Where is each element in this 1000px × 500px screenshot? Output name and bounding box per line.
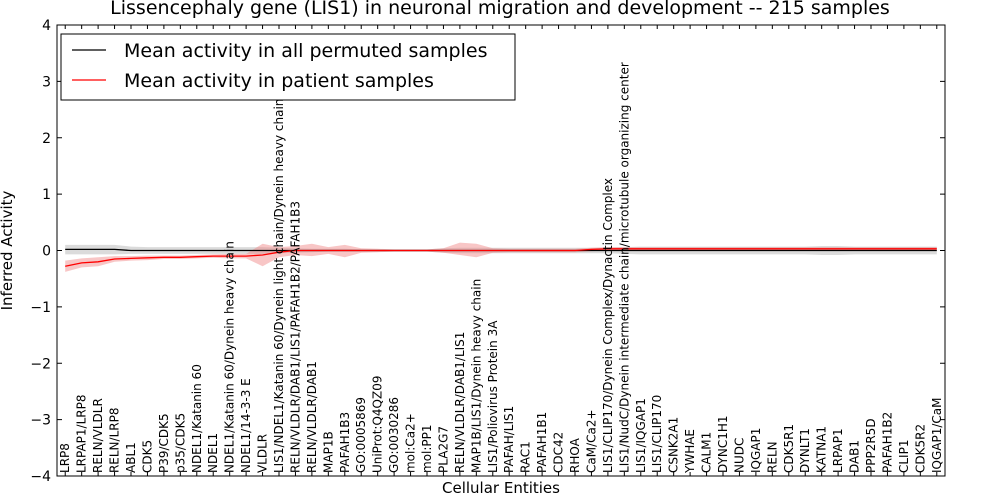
- y-tick-label: 4: [42, 18, 51, 34]
- x-tick-label: NUDC: [732, 438, 746, 473]
- y-axis-title: Inferred Activity: [0, 190, 16, 310]
- x-tick-label: RELN/LRP8: [108, 408, 122, 474]
- x-tick-label: DAB1: [848, 440, 862, 473]
- x-tick-label: MAP1B: [321, 431, 335, 473]
- x-tick-label: LIS1/Poliovirus Protein 3A: [486, 320, 500, 473]
- x-tick-label: CSNK2A1: [667, 417, 681, 473]
- x-tick-label: CaM/Ca2+: [584, 409, 598, 473]
- y-tick-label: 1: [42, 187, 51, 203]
- x-tick-label: NDEL1/14-3-3 E: [239, 378, 253, 473]
- legend-box: [60, 33, 516, 101]
- x-tick-label: KATNA1: [815, 426, 829, 473]
- x-tick-label: IQGAP1: [749, 428, 763, 473]
- x-tick-label: LIS1/CLIP170: [650, 395, 664, 473]
- x-tick-label: YWHAE: [683, 429, 697, 474]
- x-tick-label: DYNC1H1: [716, 415, 730, 473]
- x-tick-label: mol:PP1: [420, 424, 434, 473]
- x-tick-label: RELN/VLDLR/DAB1/LIS1/PAFAH1B2/PAFAH1B3: [288, 201, 302, 473]
- y-tick-label: 0: [42, 244, 51, 260]
- x-axis-title: Cellular Entities: [442, 479, 560, 497]
- x-tick-label: CALM1: [700, 432, 714, 473]
- x-tick-label: RHOA: [568, 437, 582, 473]
- x-tick-label: p35/CDK5: [173, 413, 187, 473]
- x-tick-label: NDEL1/Katanin 60/Dynein heavy chain: [223, 241, 237, 473]
- y-tick-label: −3: [30, 413, 51, 429]
- x-tick-label: CDK5: [140, 440, 154, 473]
- x-tick-label: mol:Ca2+: [404, 413, 418, 473]
- x-tick-label: MAP1B/LIS1/Dynein heavy chain: [469, 279, 483, 473]
- y-tick-label: −1: [30, 300, 51, 316]
- legend-label-patient: Mean activity in patient samples: [124, 70, 434, 92]
- x-tick-label: LIS1/NDEL1/Katanin 60/Dynein light chain…: [272, 99, 286, 473]
- y-tick-label: −4: [30, 469, 51, 485]
- x-tick-label: LIS1/CLIP170/Dynein Complex/Dynactin Com…: [601, 178, 615, 473]
- x-tick-label: LRP8: [58, 443, 72, 473]
- x-tick-label: VLDLR: [256, 434, 270, 473]
- y-tick-label: 2: [42, 131, 51, 147]
- y-tick-label: −2: [30, 356, 51, 372]
- x-tick-label: ABL1: [124, 442, 138, 473]
- x-tick-label: LRPAP1/LRP8: [75, 395, 89, 474]
- x-tick-label: PLA2G7: [436, 426, 450, 473]
- x-tick-label: DYNLT1: [798, 428, 812, 473]
- x-tick-label: PAFAH1B3: [338, 412, 352, 473]
- series-line-1: [65, 248, 937, 267]
- legend: Mean activity in all permuted samples Me…: [60, 33, 516, 101]
- x-tick-label: LRPAP1: [831, 428, 845, 473]
- x-tick-label: RELN/VLDLR: [91, 398, 105, 473]
- x-tick-label: PAFAH1B2: [880, 412, 894, 473]
- x-tick-label: PAFAH1B1: [535, 412, 549, 473]
- x-tick-label: PPP2R5D: [864, 418, 878, 473]
- legend-label-permuted: Mean activity in all permuted samples: [124, 40, 487, 62]
- y-axis: 4 3 2 1 0 −1 −2 −3 −4: [30, 18, 945, 485]
- x-tick-label: LIS1/NudC/Dynein intermediate chain/micr…: [617, 62, 631, 473]
- x-tick-label: RELN/VLDLR/DAB1/LIS1: [453, 332, 467, 473]
- x-tick-label: UniProt:Q4QZ09: [371, 376, 385, 474]
- x-tick-label: CLIP1: [897, 440, 911, 473]
- x-tick-label: CDK5R1: [782, 424, 796, 473]
- x-tick-label: NDEL1: [206, 433, 220, 473]
- x-tick-label: RAC1: [519, 441, 533, 473]
- x-tick-label: IQGAP1/CaM: [930, 398, 944, 474]
- x-tick-label: CDK5R2: [913, 424, 927, 473]
- x-tick-label: RELN/VLDLR/DAB1: [305, 361, 319, 473]
- y-tick-label: 3: [42, 74, 51, 90]
- series-lines: [65, 248, 937, 267]
- x-tick-label: LIS1/IQGAP1: [634, 398, 648, 473]
- x-tick-label: GO:0005869: [354, 397, 368, 473]
- x-tick-label: GO:0030286: [387, 397, 401, 473]
- chart-title: Lissencephaly gene (LIS1) in neuronal mi…: [110, 0, 890, 19]
- x-tick-label: RELN: [765, 441, 779, 473]
- x-tick-label: P39/CDK5: [157, 413, 171, 473]
- x-tick-label: PAFAH/LIS1: [502, 406, 516, 473]
- x-tick-label: CDC42: [552, 432, 566, 473]
- x-tick-label: NDEL1/Katanin 60: [190, 364, 204, 473]
